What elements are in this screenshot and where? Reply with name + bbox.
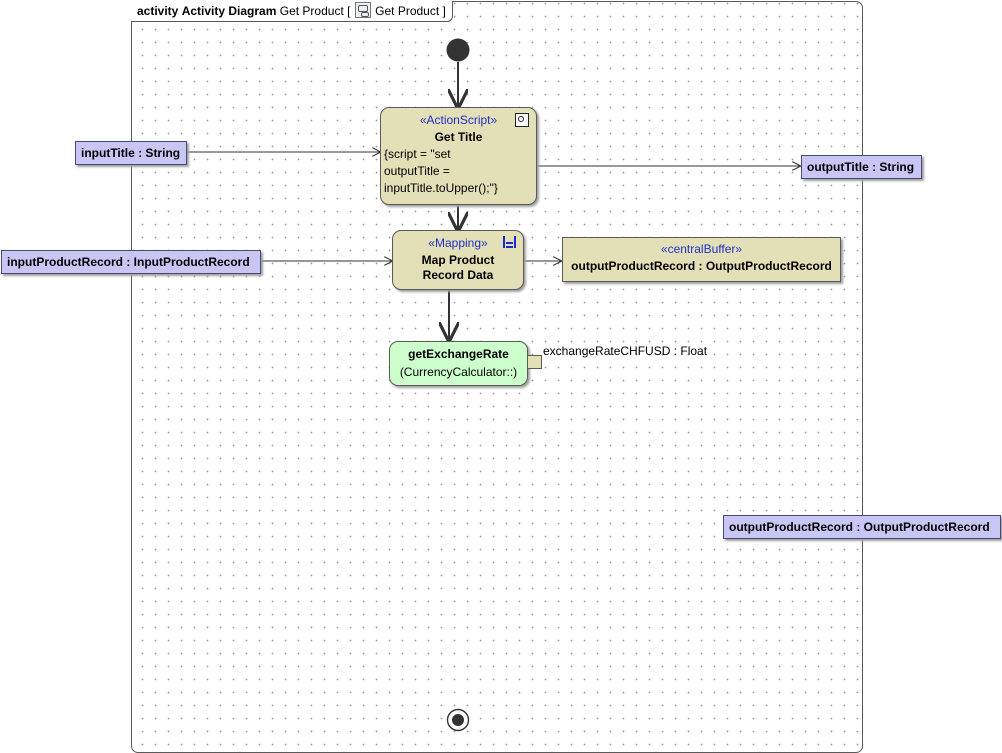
get-title-script-line-2: outputTitle =	[384, 164, 450, 178]
frame-title-tab: activity Activity Diagram Get Product [ …	[131, 1, 453, 22]
output-product-record-parameter[interactable]: outputProductRecord : OutputProductRecor…	[723, 515, 1001, 539]
central-buffer-node[interactable]: «centralBuffer» outputProductRecord : Ou…	[562, 237, 841, 282]
frame-kind: activity	[137, 4, 179, 18]
get-title-stereotype: «ActionScript»	[419, 113, 498, 127]
frame-name-prefix: Get Product [	[279, 4, 351, 18]
exchange-rate-pin-label: exchangeRateCHFUSD : Float	[543, 344, 708, 358]
output-title-parameter[interactable]: outputTitle : String	[801, 155, 922, 179]
map-product-name-line-1: Map Product	[421, 253, 495, 267]
get-title-name: Get Title	[434, 130, 483, 144]
central-buffer-name: outputProductRecord : OutputProductRecor…	[571, 259, 832, 273]
input-title-parameter[interactable]: inputTitle : String	[75, 141, 187, 165]
frame-link-name[interactable]: Get Product	[375, 4, 440, 18]
initial-node[interactable]	[446, 38, 470, 62]
get-title-script-line-1: {script = "set	[384, 147, 451, 161]
map-product-record-action[interactable]: «Mapping» Map Product Record Data	[392, 230, 524, 290]
map-product-name-line-2: Record Data	[422, 268, 494, 282]
map-product-stereotype: «Mapping»	[428, 236, 488, 250]
activity-diagram-icon	[354, 2, 371, 18]
script-icon	[515, 113, 529, 127]
frame-name-suffix: ]	[442, 4, 446, 18]
get-title-script-line-3: inputTitle.toUpper();"}	[384, 181, 498, 195]
get-exchange-rate-name: getExchangeRate	[408, 347, 509, 361]
get-exchange-rate-action[interactable]: getExchangeRate (CurrencyCalculator::)	[389, 341, 528, 386]
activity-final-node[interactable]	[446, 708, 470, 732]
mapping-icon	[503, 236, 516, 248]
get-exchange-rate-owner: (CurrencyCalculator::)	[399, 365, 518, 379]
central-buffer-stereotype: «centralBuffer»	[660, 242, 743, 256]
exchange-rate-output-pin[interactable]	[527, 355, 542, 369]
get-title-action[interactable]: «ActionScript» Get Title {script = "set …	[380, 107, 537, 205]
input-product-record-parameter[interactable]: inputProductRecord : InputProductRecord	[1, 250, 261, 274]
frame-diagram-type: Activity Diagram	[181, 4, 277, 18]
